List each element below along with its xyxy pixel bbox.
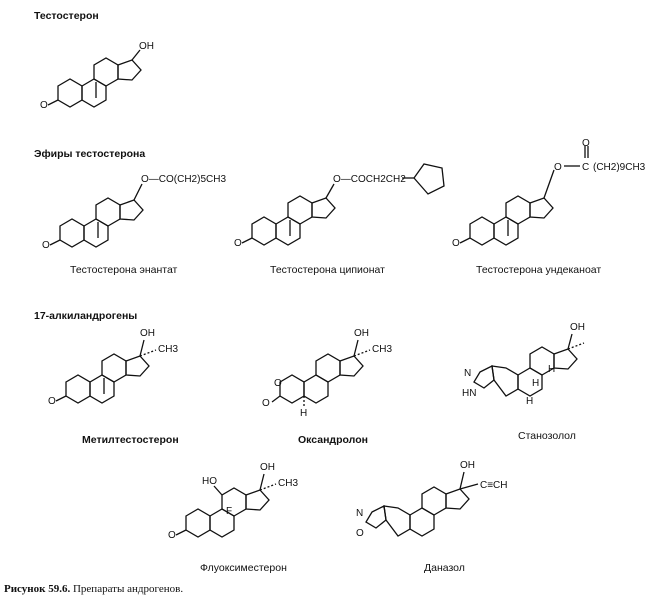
atom-h-3: H [526,396,533,407]
ester-o: O [554,162,562,173]
ester-chain: O—CO(CH2)5CH3 [141,174,226,185]
compound-name-enanthate: Тестостерона энантат [70,264,178,276]
steroid-skeleton [365,471,479,537]
ester-chain: (CH2)9CH3 [593,162,646,173]
compound-name-danazol: Даназол [424,562,465,574]
figure-number: Рисунок 59.6. [4,583,71,595]
atom-o: O [48,396,56,407]
testosterone-cypionate-structure: O O—COCH2CH2 [234,163,445,249]
steroid-skeleton [473,333,585,397]
compound-name-oxandrolone: Оксандролон [298,434,368,446]
steroid-skeleton [459,146,589,246]
steroid-skeleton [55,339,157,404]
atom-o: O [234,238,242,249]
compound-name-fluoxymesterone: Флуоксиместерон [200,562,287,574]
atom-o: O [168,530,176,541]
atom-oh: OH [460,460,475,471]
compound-name-methyltestosterone: Метилтестостерон [82,434,179,446]
atom-o: O [452,238,460,249]
steroid-skeleton [49,183,144,248]
figure-caption: Рисунок 59.6. Препараты андрогенов. [4,583,183,595]
atom-oh: OH [260,462,275,473]
atom-o: O [356,528,364,539]
oxandrolone-structure: O O H OH CH3 [262,328,392,419]
atom-h: H [300,408,307,419]
atom-oh: OH [140,328,155,339]
atom-hn: HN [462,388,476,399]
atom-o: O [40,100,48,111]
atom-h-1: H [532,378,539,389]
testosterone-enanthate-structure: O O—CO(CH2)5CH3 [42,174,226,251]
atom-h-2: H [548,364,555,375]
atom-oh: OH [354,328,369,339]
section-title-esters: Эфиры тестостерона [34,148,146,160]
carbonyl-o: O [582,138,590,149]
steroid-skeleton [241,163,445,246]
ester-c: C [582,162,589,173]
fluoxymesterone-structure: O HO F OH CH3 [168,462,298,541]
methyltestosterone-structure: O OH CH3 [48,328,178,407]
ethynyl-group: C≡CH [480,480,508,491]
atom-f: F [226,506,232,517]
compound-name-undecanoate: Тестостерона ундеканоат [476,264,602,276]
atom-o-carbonyl: O [262,398,270,409]
atom-o: O [42,240,50,251]
atom-ch3: CH3 [372,344,392,355]
section-title-testosterone: Тестостерон [34,10,99,22]
figure-caption-text: Препараты андрогенов. [72,583,184,595]
atom-n: N [356,508,363,519]
atom-oh: OH [570,322,585,333]
steroid-skeleton [271,339,371,406]
danazol-structure: N O OH C≡CH [356,460,508,539]
compound-name-stanozolol: Станозолол [518,430,576,442]
steroid-skeleton [175,473,277,538]
stanozolol-structure: N HN H H H OH [462,322,585,407]
compound-name-cypionate: Тестостерона ципионат [270,264,385,276]
atom-ch3: CH3 [278,478,298,489]
section-title-alkylandrogens: 17-алкиландрогены [34,310,138,322]
ester-chain: O—COCH2CH2 [333,174,406,185]
atom-oh: OH [139,41,154,52]
atom-n: N [464,368,471,379]
testosterone-structure: O OH [40,41,154,111]
testosterone-undecanoate-structure: O O C O (CH2)9CH3 [452,138,646,249]
steroid-skeleton [47,49,142,108]
atom-ho: HO [202,476,217,487]
atom-ch3: CH3 [158,344,178,355]
atom-o-ring: O [274,378,282,389]
